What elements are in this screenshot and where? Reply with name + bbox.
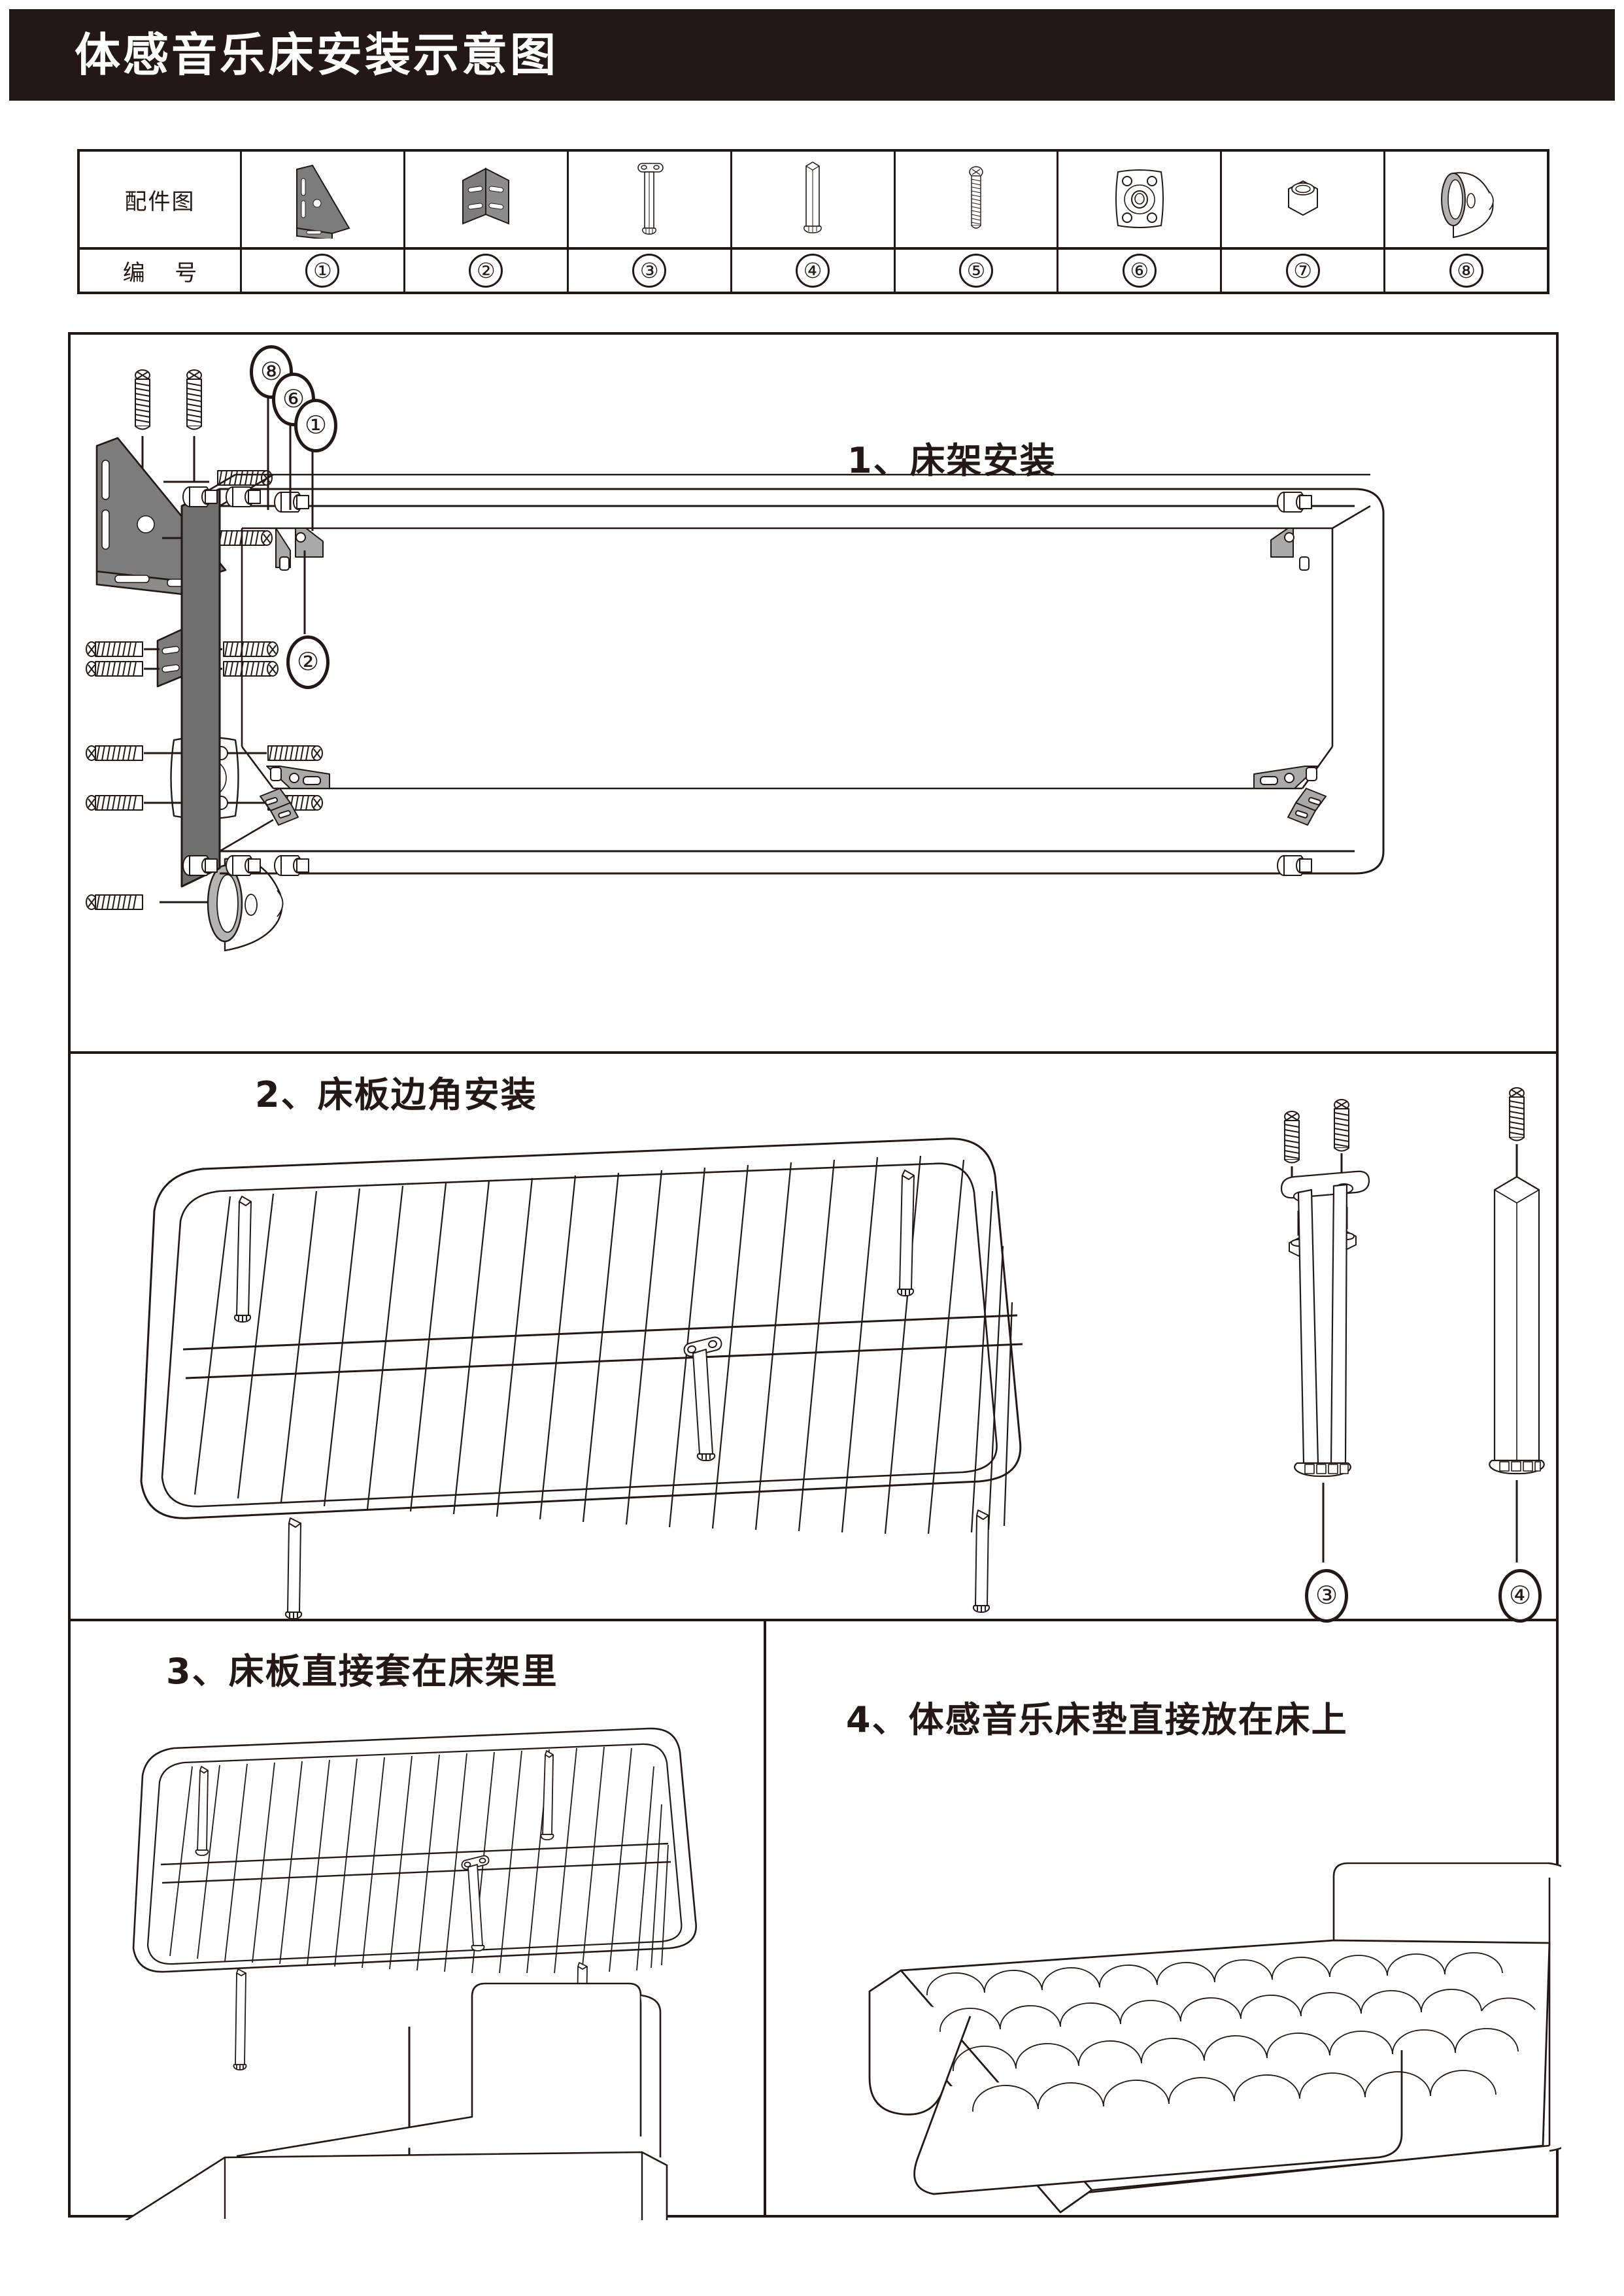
part-number-3: ③ (632, 254, 667, 288)
square-flange-plate-icon (1058, 152, 1220, 247)
part-number-cell-4: ④ (732, 250, 896, 292)
part-number-2: ② (469, 254, 503, 288)
part-number-7: ⑦ (1285, 254, 1320, 288)
parts-table-number-row: 编 号 ① ② ③ ④ ⑤ ⑥ ⑦ ⑧ (80, 247, 1547, 292)
parts-diagram-label-cell: 配件图 (80, 152, 242, 248)
part-number-cell-3: ③ (569, 250, 732, 292)
step-2-illustration (71, 335, 1556, 2215)
step-4-title: 4、体感音乐床垫直接放在床上 (846, 1699, 1348, 1740)
divider-step1-step2 (71, 1051, 1556, 1054)
callout-step1-6: ⑥ (272, 373, 315, 426)
callout-step2-4: ④ (1498, 1569, 1542, 1623)
part-number-5: ⑤ (958, 254, 993, 288)
screw-icon (896, 152, 1057, 247)
angle-bracket-icon (405, 152, 567, 247)
part-number-cell-7: ⑦ (1222, 250, 1386, 292)
parts-table: 配件图 (77, 149, 1549, 294)
callout-step1-2: ② (286, 635, 330, 689)
parts-table-icon-row: 配件图 (80, 152, 1547, 248)
page-title: 体感音乐床安装示意图 (75, 28, 558, 82)
part-cell-3 (569, 152, 732, 248)
corner-bracket-triangle-icon (242, 152, 403, 247)
leg-with-plate-icon (569, 152, 730, 247)
part-number-8: ⑧ (1449, 254, 1483, 288)
cone-bushing-icon (1385, 152, 1547, 247)
part-cell-8 (1385, 152, 1547, 247)
divider-step2-step3 (71, 1619, 1556, 1621)
step-1-title: 1、床架安装 (847, 440, 1057, 481)
part-number-6: ⑥ (1122, 254, 1157, 288)
part-number-cell-1: ① (242, 250, 405, 292)
number-label-cell: 编 号 (80, 250, 242, 292)
header-bar: 体感音乐床安装示意图 (9, 9, 1615, 101)
part-cell-4 (732, 152, 896, 248)
part-cell-2 (405, 152, 569, 248)
step-3-title: 3、床板直接套在床架里 (166, 1651, 558, 1692)
part-cell-6 (1058, 152, 1223, 248)
callout-step2-3: ③ (1305, 1569, 1348, 1623)
part-number-cell-2: ② (405, 250, 569, 292)
part-number-cell-8: ⑧ (1385, 250, 1547, 292)
hex-nut-icon (1222, 152, 1383, 247)
part-number-cell-6: ⑥ (1058, 250, 1223, 292)
part-cell-7 (1222, 152, 1386, 248)
divider-step3-step4 (764, 1619, 766, 2218)
step-4-illustration (71, 335, 1561, 2215)
parts-diagram-label: 配件图 (124, 189, 195, 214)
number-label: 编 号 (122, 260, 209, 286)
step-2-title: 2、床板边角安装 (255, 1074, 537, 1115)
callout-step1-1: ① (294, 399, 337, 452)
step-3-illustration (71, 335, 1556, 2220)
diagram-frame: 1、床架安装 (68, 332, 1561, 2220)
part-cell-1 (242, 152, 405, 248)
part-cell-5 (896, 152, 1059, 248)
part-number-cell-5: ⑤ (896, 250, 1059, 292)
leg-square-icon (732, 152, 894, 247)
part-number-1: ① (305, 254, 340, 288)
part-number-4: ④ (796, 254, 830, 288)
step-1-illustration (71, 335, 1556, 2215)
